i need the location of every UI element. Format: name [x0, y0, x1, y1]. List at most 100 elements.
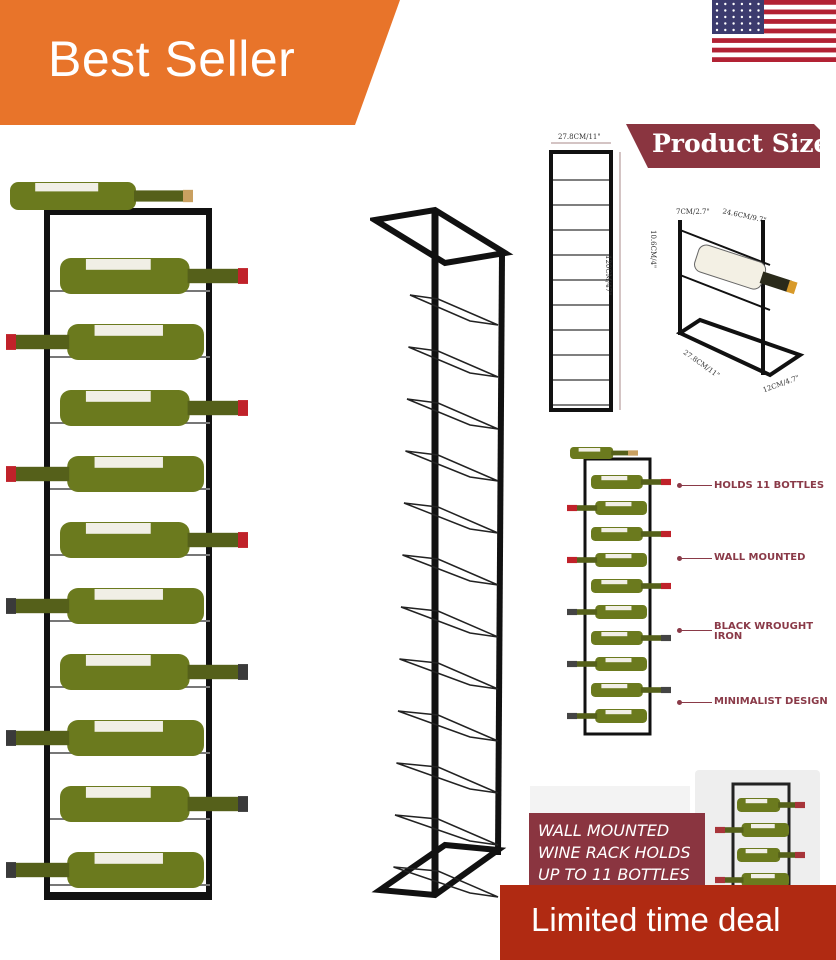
- best-seller-label: Best Seller: [48, 31, 296, 87]
- promo-caption-line: WALL MOUNTED: [538, 821, 670, 840]
- bottle-label: [85, 259, 151, 270]
- rack-module-dimension-diagram: [675, 220, 805, 378]
- flag-star: [724, 15, 727, 19]
- bottle-neck: [575, 505, 598, 511]
- wine-bottle: [60, 258, 248, 294]
- bottle-capsule: [238, 532, 248, 548]
- flag-star: [740, 22, 744, 25]
- flag-star: [740, 28, 744, 32]
- rack-top-frame: [370, 206, 514, 267]
- top-depth-label: 7CM/2.7": [676, 208, 710, 216]
- flag-star: [757, 22, 760, 25]
- wine-bottle: [591, 527, 671, 541]
- flag-star: [715, 15, 719, 19]
- wine-bottle: [6, 456, 204, 492]
- bottle-capsule: [238, 268, 248, 284]
- rack-shelf: [405, 450, 499, 482]
- flag-star: [757, 15, 760, 19]
- rack-bottom-frame: [371, 841, 507, 899]
- bottle-capsule: [6, 598, 16, 614]
- bottle-neck: [187, 400, 240, 416]
- wine-bottle: [10, 182, 193, 210]
- flag-stripe: [712, 57, 836, 62]
- flag-star: [732, 28, 735, 32]
- bottle-label: [94, 457, 163, 468]
- rack-shelf: [679, 229, 771, 266]
- rack-shelf: [396, 762, 499, 794]
- flag-star: [715, 9, 719, 12]
- feature-rack-image: [567, 447, 671, 736]
- bottle-capsule: [661, 478, 671, 486]
- flag-star: [757, 2, 760, 6]
- rack-shelf: [403, 502, 499, 534]
- feature-bullet-icon: [677, 556, 682, 561]
- bottle-neck: [14, 466, 70, 482]
- bottle-capsule: [661, 686, 671, 694]
- feature-bullet-icon: [677, 700, 682, 705]
- bottle-neck: [14, 598, 70, 614]
- bottle-capsule: [567, 712, 577, 720]
- flag-star: [757, 9, 760, 12]
- wine-bottle: [60, 390, 248, 426]
- spacing-label: 10.6CM/4": [649, 230, 657, 269]
- bottle-label: [94, 853, 163, 864]
- flag-stripe: [712, 47, 836, 53]
- bottle-neck: [134, 190, 185, 202]
- flag-stripe: [712, 42, 836, 48]
- feature-black-iron: BLACK WROUGHT IRON: [714, 621, 814, 642]
- bottle-neck: [575, 557, 598, 563]
- promo-caption-line: WINE RACK HOLDS: [538, 843, 691, 862]
- bottle-label: [605, 710, 632, 715]
- flag-star: [724, 28, 727, 32]
- bottle-neck: [14, 334, 70, 350]
- bottle-neck: [640, 687, 663, 693]
- flag-star: [724, 2, 727, 6]
- product-size-title: Product Size: [652, 129, 830, 158]
- height-label: 120CM/47": [604, 255, 612, 296]
- bottle-neck: [187, 532, 240, 548]
- limited-deal-banner: [500, 885, 836, 960]
- feature-bullet-icon: [677, 483, 682, 488]
- flag-stripe: [712, 14, 836, 20]
- wine-bottle: [737, 798, 805, 812]
- bottle-capsule: [6, 466, 16, 482]
- bottle-neck: [14, 730, 70, 746]
- bottle-capsule: [6, 862, 16, 878]
- bottle-label: [85, 787, 151, 798]
- flag-star: [732, 22, 735, 25]
- wine-bottle: [694, 244, 798, 295]
- wine-bottle: [567, 553, 647, 567]
- flag-star: [724, 22, 727, 25]
- bottle-neck: [759, 271, 792, 293]
- bottle-neck: [723, 877, 744, 883]
- wine-bottle: [567, 657, 647, 671]
- wine-bottle: [60, 786, 248, 822]
- bottle-label: [601, 632, 628, 637]
- rack-top-bar: [44, 208, 212, 215]
- flag-stripe: [712, 28, 836, 34]
- feature-bullet-icon: [677, 628, 682, 633]
- bottle-label: [745, 849, 768, 854]
- front-width-label: 27.8CM/11": [558, 133, 601, 141]
- wine-bottle: [6, 720, 204, 756]
- rack-shelf: [397, 710, 499, 742]
- flag-star: [732, 9, 735, 12]
- bottle-capsule: [567, 556, 577, 564]
- rack-shelf: [399, 658, 499, 690]
- wine-bottle: [567, 501, 647, 515]
- rack-post: [495, 254, 505, 856]
- flag-stripe: [712, 19, 836, 25]
- wine-bottle: [737, 848, 805, 862]
- feature-connector: [680, 485, 712, 486]
- wine-rack-with-bottles-image: [6, 182, 248, 900]
- flag-star: [715, 28, 719, 32]
- wine-bottle: [570, 447, 638, 459]
- flag-star: [732, 2, 735, 6]
- flag-star: [715, 2, 719, 6]
- rack-shelf: [409, 294, 499, 326]
- flag-star: [724, 9, 727, 12]
- bottle-capsule: [628, 450, 638, 456]
- room-photo-background: [530, 786, 690, 816]
- bottle-capsule: [795, 801, 805, 809]
- bottle-neck: [575, 713, 598, 719]
